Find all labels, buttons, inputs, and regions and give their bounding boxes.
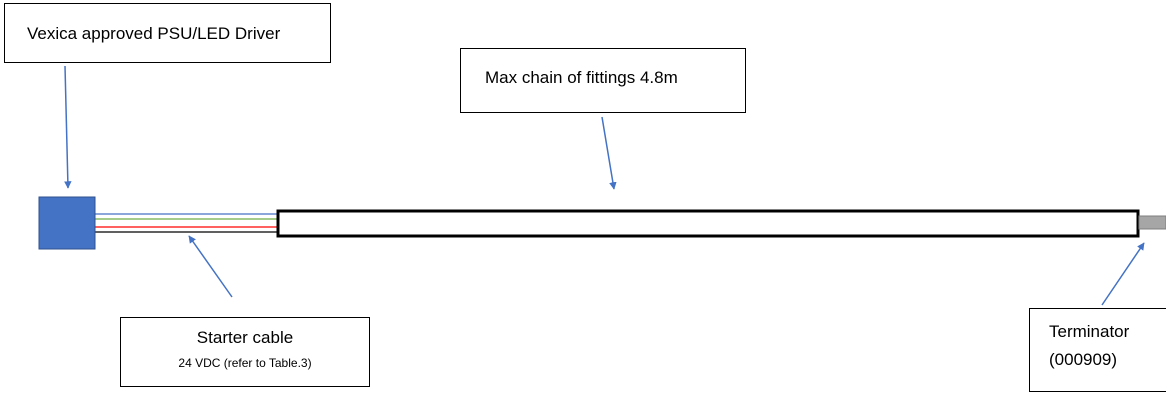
terminator-arrow xyxy=(1101,242,1145,306)
fittings-chain-bar xyxy=(276,209,1140,238)
starter-title: Starter cable xyxy=(196,328,294,347)
psu-block xyxy=(38,196,96,250)
psu-label: Vexica approved PSU/LED Driver xyxy=(27,24,281,43)
chain-label-box: Max chain of fittings 4.8m xyxy=(460,48,746,113)
starter-subtitle: 24 VDC (refer to Table.3) xyxy=(178,356,312,370)
chain-label: Max chain of fittings 4.8m xyxy=(485,68,678,87)
chain-arrow xyxy=(601,116,617,190)
terminator-code: (000909) xyxy=(1049,350,1118,369)
psu-arrow xyxy=(64,65,72,189)
terminator-label-box: Terminator (000909) xyxy=(1029,308,1166,392)
starter-arrow xyxy=(188,235,233,298)
terminator-plug xyxy=(1138,215,1166,230)
terminator-label: Terminator xyxy=(1049,322,1130,341)
starter-label-box: Starter cable 24 VDC (refer to Table.3) xyxy=(120,317,370,387)
psu-label-box: Vexica approved PSU/LED Driver xyxy=(4,3,331,63)
